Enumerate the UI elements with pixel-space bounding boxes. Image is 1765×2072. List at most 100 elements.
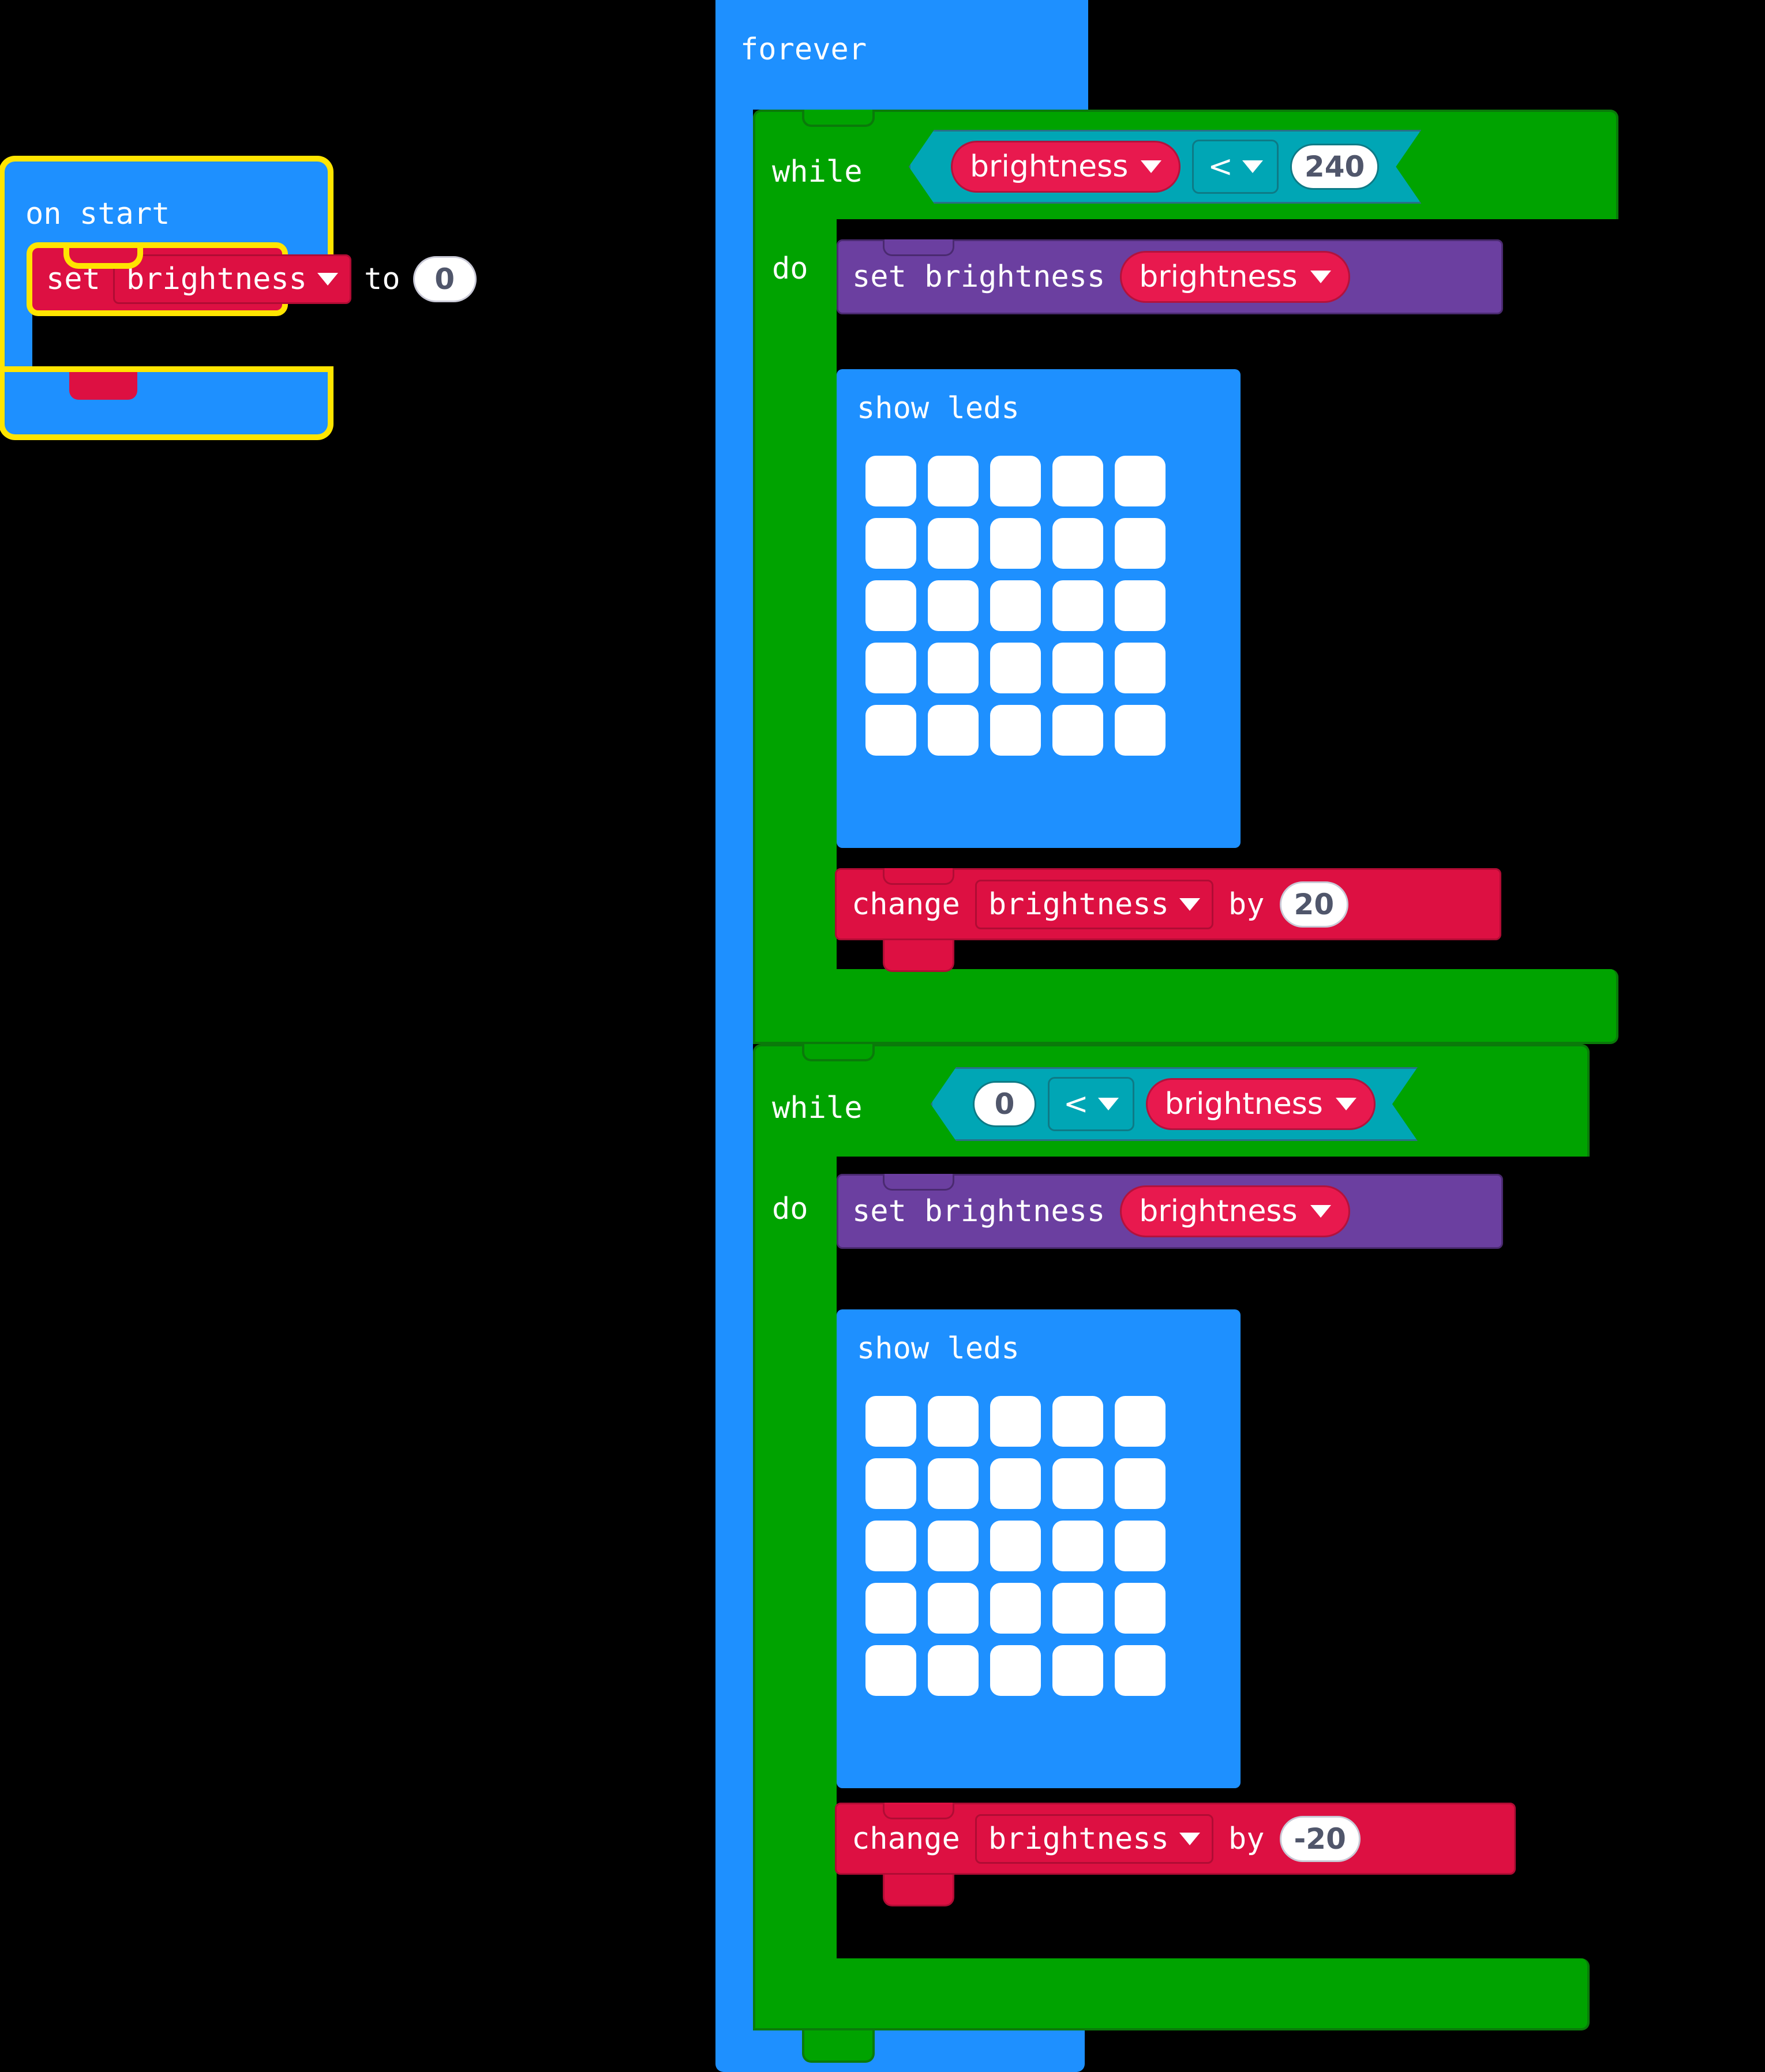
led-cell-4-3[interactable]	[1052, 705, 1103, 756]
while-loop-2-foot[interactable]	[753, 1958, 1590, 2030]
led-cell-0-2[interactable]	[990, 456, 1041, 506]
led-cell-1-1[interactable]	[928, 518, 979, 569]
forever-block-left-column	[715, 110, 753, 2002]
comparison-operator-dropdown[interactable]: <	[1048, 1077, 1134, 1131]
variable-reporter-brightness[interactable]: brightness	[1120, 251, 1350, 303]
led-cell-1-3[interactable]	[1052, 1458, 1103, 1509]
variable-dropdown-field[interactable]: brightness	[113, 254, 351, 304]
led-cell-1-2[interactable]	[990, 1458, 1041, 1509]
set-brightness-label: set brightness	[852, 1194, 1106, 1229]
number-input-240[interactable]: 240	[1290, 144, 1379, 190]
led-cell-4-2[interactable]	[990, 1645, 1041, 1696]
led-cell-1-0[interactable]	[865, 1458, 916, 1509]
led-cell-4-0[interactable]	[865, 705, 916, 756]
chevron-down-icon[interactable]	[1310, 1205, 1331, 1218]
led-cell-2-0[interactable]	[865, 1521, 916, 1571]
led-cell-0-3[interactable]	[1052, 1396, 1103, 1447]
variable-dropdown-field[interactable]: brightness	[975, 1814, 1213, 1864]
notch-show-leds-1	[883, 369, 951, 384]
by-connector-label: by	[1228, 887, 1265, 922]
led-cell-2-2[interactable]	[990, 1521, 1041, 1571]
chevron-down-icon[interactable]	[1098, 1098, 1119, 1110]
led-cell-2-0[interactable]	[865, 580, 916, 631]
led-cell-3-4[interactable]	[1115, 643, 1166, 693]
led-matrix-2	[865, 1396, 1166, 1696]
led-cell-2-2[interactable]	[990, 580, 1041, 631]
show-leds-block-1[interactable]: show leds	[837, 369, 1241, 848]
led-cell-1-1[interactable]	[928, 1458, 979, 1509]
led-cell-1-2[interactable]	[990, 518, 1041, 569]
show-leds-block-2[interactable]: show leds	[837, 1309, 1241, 1788]
led-cell-4-4[interactable]	[1115, 705, 1166, 756]
led-cell-1-4[interactable]	[1115, 1458, 1166, 1509]
set-brightness-block-2[interactable]: set brightness brightness	[837, 1174, 1503, 1249]
led-cell-2-4[interactable]	[1115, 580, 1166, 631]
led-cell-4-1[interactable]	[928, 705, 979, 756]
led-cell-4-2[interactable]	[990, 705, 1041, 756]
led-cell-2-1[interactable]	[928, 1521, 979, 1571]
led-cell-1-0[interactable]	[865, 518, 916, 569]
while-loop-1-foot[interactable]	[753, 969, 1618, 1044]
led-cell-3-1[interactable]	[928, 1583, 979, 1634]
led-cell-0-4[interactable]	[1115, 456, 1166, 506]
led-cell-4-4[interactable]	[1115, 1645, 1166, 1696]
led-cell-3-0[interactable]	[865, 643, 916, 693]
led-cell-0-2[interactable]	[990, 1396, 1041, 1447]
led-cell-2-3[interactable]	[1052, 580, 1103, 631]
variable-dropdown-field[interactable]: brightness	[975, 879, 1213, 929]
chevron-down-icon[interactable]	[317, 273, 338, 286]
led-cell-2-3[interactable]	[1052, 1521, 1103, 1571]
while-loop-2-condition[interactable]: 0 < brightness	[931, 1067, 1418, 1141]
change-verb-label: change	[852, 887, 960, 922]
variable-reporter-brightness[interactable]: brightness	[1146, 1078, 1376, 1130]
chevron-down-icon[interactable]	[1310, 271, 1331, 283]
led-cell-3-3[interactable]	[1052, 1583, 1103, 1634]
chevron-down-icon[interactable]	[1242, 160, 1263, 173]
chevron-down-icon[interactable]	[1336, 1098, 1356, 1110]
led-cell-4-3[interactable]	[1052, 1645, 1103, 1696]
number-input-negative-20[interactable]: -20	[1279, 1815, 1361, 1862]
led-cell-3-2[interactable]	[990, 643, 1041, 693]
led-cell-0-0[interactable]	[865, 456, 916, 506]
led-cell-1-3[interactable]	[1052, 518, 1103, 569]
notch-set-brightness-onstart	[69, 248, 137, 263]
led-cell-2-4[interactable]	[1115, 1521, 1166, 1571]
led-cell-0-0[interactable]	[865, 1396, 916, 1447]
set-brightness-block-1[interactable]: set brightness brightness	[837, 239, 1503, 314]
chevron-down-icon[interactable]	[1179, 1832, 1200, 1845]
forever-block-hat[interactable]	[715, 0, 1088, 110]
led-cell-3-2[interactable]	[990, 1583, 1041, 1634]
number-input-zero[interactable]: 0	[973, 1081, 1036, 1127]
led-cell-3-0[interactable]	[865, 1583, 916, 1634]
set-brightness-label: set brightness	[852, 260, 1106, 294]
variable-reporter-brightness[interactable]: brightness	[1120, 1185, 1350, 1237]
led-cell-4-0[interactable]	[865, 1645, 916, 1696]
chevron-down-icon[interactable]	[1179, 898, 1200, 911]
led-cell-1-4[interactable]	[1115, 518, 1166, 569]
variable-name-label: brightness	[988, 1821, 1169, 1856]
on-start-block-foot[interactable]	[5, 372, 328, 434]
set-verb-label: set	[46, 262, 100, 296]
led-cell-0-4[interactable]	[1115, 1396, 1166, 1447]
notch-while-2-bottom	[802, 2030, 875, 2063]
while-loop-2-do-label: do	[772, 1192, 808, 1226]
led-cell-4-1[interactable]	[928, 1645, 979, 1696]
notch-change-2	[883, 1803, 954, 1819]
led-cell-0-1[interactable]	[928, 1396, 979, 1447]
notch-change-2-bottom	[883, 1875, 954, 1906]
number-input-20[interactable]: 20	[1279, 881, 1349, 928]
variable-reporter-brightness[interactable]: brightness	[951, 141, 1181, 193]
notch-while-1-top	[802, 110, 875, 127]
comparison-operator-dropdown[interactable]: <	[1192, 140, 1279, 194]
led-cell-0-3[interactable]	[1052, 456, 1103, 506]
change-brightness-block-1[interactable]: change brightness by 20	[835, 868, 1501, 940]
chevron-down-icon[interactable]	[1141, 160, 1161, 173]
number-input-zero[interactable]: 0	[413, 256, 477, 302]
change-brightness-block-2[interactable]: change brightness by -20	[835, 1803, 1516, 1875]
led-cell-3-1[interactable]	[928, 643, 979, 693]
while-loop-1-condition[interactable]: brightness < 240	[909, 130, 1421, 204]
led-cell-0-1[interactable]	[928, 456, 979, 506]
led-cell-3-3[interactable]	[1052, 643, 1103, 693]
led-cell-2-1[interactable]	[928, 580, 979, 631]
led-cell-3-4[interactable]	[1115, 1583, 1166, 1634]
